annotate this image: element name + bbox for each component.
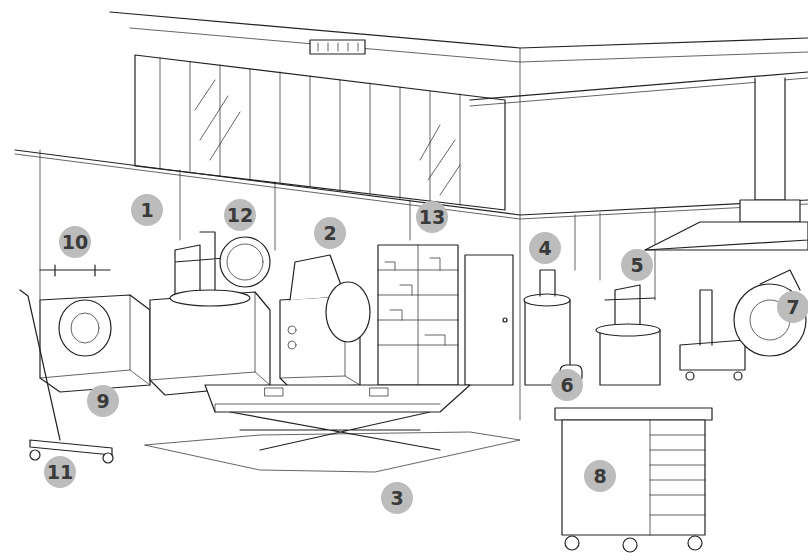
callout-circle: 2 — [313, 216, 347, 250]
callout-disc — [584, 460, 616, 492]
aligner-column — [700, 290, 712, 345]
ceiling-light-tubes — [318, 43, 358, 51]
tire-machine-table — [596, 324, 660, 336]
callout-disc — [551, 369, 583, 401]
tire-changer-body — [150, 292, 270, 395]
lift-pad — [370, 388, 388, 396]
callout-disc — [621, 249, 653, 281]
machine-top — [524, 294, 570, 306]
cabinet-shelves — [378, 245, 458, 385]
wall-wheel-rim — [227, 244, 263, 280]
extraction-hood — [645, 222, 808, 250]
tool-cabinet — [378, 245, 458, 385]
callout-disc — [224, 199, 256, 231]
cart-wheel — [623, 538, 637, 552]
callout-disc — [59, 226, 91, 258]
callout-circle: 13 — [415, 200, 449, 234]
control-knob — [288, 326, 296, 334]
air-fitting — [40, 265, 110, 276]
callout-disc — [777, 291, 808, 323]
jack-wheel — [30, 450, 40, 460]
callout-number: 7 — [786, 298, 799, 317]
callout-circle: 12 — [223, 198, 257, 232]
callout-number: 8 — [593, 467, 606, 486]
callout-circle: 5 — [620, 248, 654, 282]
hood-rim — [645, 240, 808, 250]
lift-pad — [265, 388, 283, 396]
balancer-rim — [71, 313, 99, 343]
callout-circle: 11 — [43, 455, 77, 489]
cart-wheel — [688, 536, 702, 550]
ceiling-beam — [130, 28, 808, 62]
ceiling-edge — [110, 12, 808, 48]
callout-disc — [416, 201, 448, 233]
callout-circle: 3 — [380, 481, 414, 515]
callout-circle: 1 — [130, 193, 164, 227]
window-dividers — [160, 58, 460, 205]
callout-number: 9 — [96, 392, 109, 411]
callout-disc — [381, 482, 413, 514]
lift-platform-edge — [215, 404, 440, 412]
cabinet-items — [385, 258, 445, 345]
wall-wheel — [220, 237, 270, 287]
ceiling-light — [310, 40, 365, 54]
callout-number: 13 — [419, 208, 445, 227]
tire-changer-table — [170, 290, 250, 306]
cart-wheel — [565, 536, 579, 550]
hood-collar — [740, 200, 800, 222]
callout-circle: 9 — [86, 384, 120, 418]
balancer-body — [40, 295, 150, 392]
callout-circle: 6 — [550, 368, 584, 402]
wall-corner — [520, 48, 521, 420]
cart-wheel — [686, 372, 694, 380]
balancer-tyre — [326, 282, 370, 342]
cart-wheel — [734, 372, 742, 380]
callout-disc — [314, 217, 346, 249]
balancer-edges — [40, 295, 150, 385]
callout-number: 5 — [630, 256, 643, 275]
tool-cart-body — [562, 420, 705, 535]
callout-disc — [131, 194, 163, 226]
balancer-wheel — [59, 300, 111, 356]
callout-circle: 10 — [58, 225, 92, 259]
callout-number: 3 — [390, 489, 403, 508]
callout-number: 1 — [140, 201, 153, 220]
callout-number: 6 — [560, 376, 573, 395]
jack-handle — [20, 290, 60, 440]
tire-machine-body — [600, 330, 660, 385]
tire-machine-arm — [605, 285, 655, 330]
callout-disc — [44, 456, 76, 488]
control-knob — [288, 341, 296, 349]
scissor-arms — [230, 412, 440, 450]
callout-number: 11 — [47, 463, 73, 482]
tool-cart-divider — [650, 420, 651, 535]
window-band — [135, 55, 505, 210]
lift-floor-plate — [145, 432, 520, 472]
machine-column — [540, 270, 555, 296]
aligner-arm — [760, 270, 800, 290]
door — [465, 255, 513, 385]
callout-number: 4 — [538, 239, 551, 258]
jack-wheel — [103, 453, 113, 463]
pipe-drops — [40, 150, 655, 300]
callout-disc — [529, 232, 561, 264]
jack-base — [30, 440, 112, 455]
callout-number: 10 — [62, 233, 88, 252]
callout-circle: 7 — [776, 290, 808, 324]
tool-cart-top — [555, 408, 712, 420]
hood-duct — [755, 78, 785, 200]
callout-number: 12 — [227, 206, 253, 225]
callout-circle: 4 — [528, 231, 562, 265]
door-handle — [503, 318, 507, 322]
callout-disc — [87, 385, 119, 417]
callout-circle: 8 — [583, 459, 617, 493]
callout-number: 2 — [323, 224, 336, 243]
tool-cart-drawers — [650, 435, 705, 515]
lift-platform — [205, 385, 470, 412]
